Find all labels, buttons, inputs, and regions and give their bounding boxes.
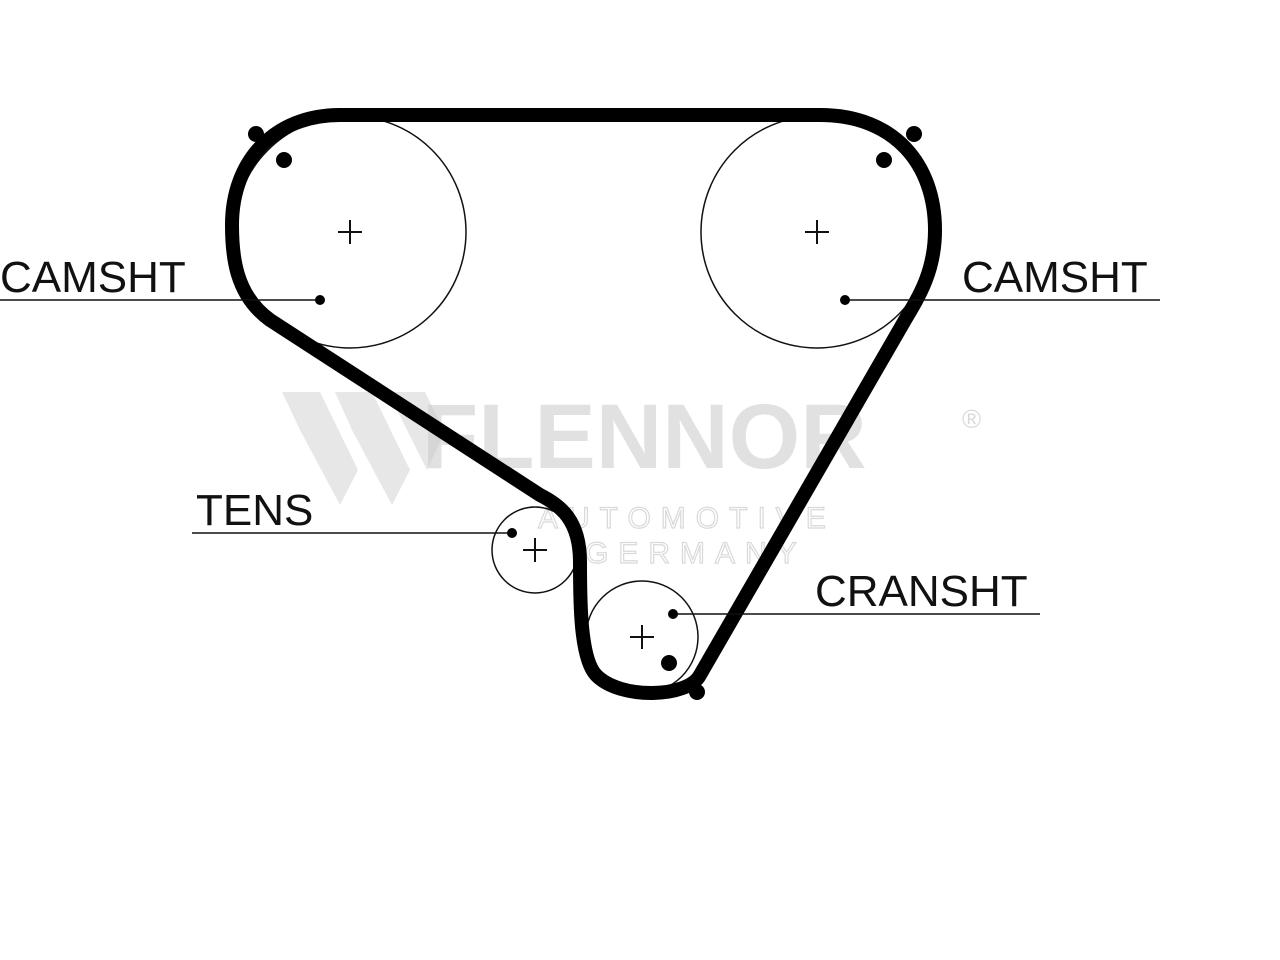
timing-mark-dot: [689, 684, 705, 700]
timing-mark-dot: [248, 126, 264, 142]
leader-end-dot: [668, 609, 678, 619]
watermark-logo-mark: [335, 392, 410, 505]
watermark-logo-mark: [282, 392, 358, 505]
watermark-brand: FLENNOR: [422, 386, 867, 488]
timing-belt: [225, 108, 942, 700]
right-camshaft-center-icon: [805, 220, 829, 244]
leader-end-dot: [315, 295, 325, 305]
timing-mark-dot: [906, 126, 922, 142]
label-crankshaft: CRANSHT: [815, 567, 1028, 616]
timing-mark-dot: [276, 152, 292, 168]
timing-mark-dot: [661, 655, 677, 671]
label-camshaft-right: CAMSHT: [962, 253, 1148, 302]
leader-end-dot: [840, 295, 850, 305]
label-tensioner: TENS: [196, 486, 313, 535]
label-camshaft-left: CAMSHT: [0, 253, 186, 302]
tensioner-center-icon: [523, 538, 547, 562]
timing-mark-dot: [876, 152, 892, 168]
left-camshaft-center-icon: [338, 220, 362, 244]
crankshaft-center-icon: [630, 625, 654, 649]
watermark-registered: ®: [962, 404, 981, 434]
watermark: FLENNOR ® AUTOMOTIVE GERMANY: [282, 386, 981, 571]
leader-end-dot: [507, 528, 517, 538]
